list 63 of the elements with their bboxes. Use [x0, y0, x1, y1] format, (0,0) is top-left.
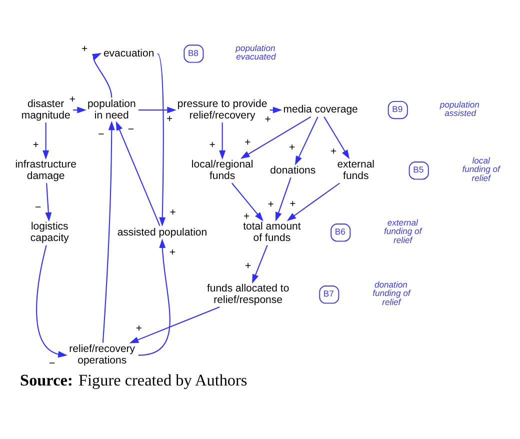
- arrow: [138, 238, 170, 356]
- edge-label: +: [81, 44, 88, 56]
- arrow: [231, 182, 264, 222]
- node-text: relief/recovery operations: [69, 344, 136, 367]
- node-text: media coverage: [283, 104, 358, 116]
- node-text: donations: [270, 165, 316, 176]
- label: B7: [323, 288, 334, 299]
- arrow: [102, 120, 115, 343]
- arrow: [92, 53, 112, 98]
- edge-label: +: [170, 207, 176, 218]
- arrow: [36, 245, 68, 358]
- edge-label: +: [268, 199, 274, 210]
- arrow: [275, 177, 292, 222]
- edge-label: +: [32, 140, 39, 151]
- edge-label: −: [48, 358, 56, 370]
- label: donation funding of relief: [372, 280, 410, 307]
- edge-label: −: [35, 202, 42, 214]
- arrow: [138, 106, 176, 114]
- label: population assisted: [440, 99, 480, 118]
- edge-label: +: [290, 199, 296, 210]
- arrow: [240, 116, 312, 159]
- label: B5: [413, 164, 424, 175]
- edge-label: +: [69, 94, 76, 106]
- node-text: population in need: [87, 98, 136, 122]
- label: external funding of relief: [384, 218, 422, 245]
- node-text: local/regional funds: [191, 160, 254, 182]
- node-text: disaster magnitude: [21, 98, 70, 122]
- node-text: logistics capacity: [30, 222, 69, 244]
- edge-label: −: [128, 124, 134, 136]
- caption: Source: Figure created by Authors: [20, 371, 248, 390]
- label: B9: [392, 104, 403, 114]
- edge-label: +: [244, 138, 251, 149]
- edge-label: +: [330, 146, 337, 158]
- label: population evacuated: [236, 43, 276, 62]
- arrow: [324, 116, 350, 160]
- edge-label: +: [243, 211, 250, 222]
- node-text: evacuation: [103, 48, 154, 60]
- arrow: [286, 182, 340, 222]
- node-text: pressure to provide relief/recovery: [177, 98, 268, 122]
- arrow: [157, 53, 166, 227]
- node-text: external funds: [337, 160, 375, 182]
- arrow: [252, 244, 268, 284]
- edge-label: +: [166, 114, 173, 125]
- arrow: [42, 122, 50, 160]
- edge-label: +: [289, 142, 296, 154]
- arrow: [116, 121, 160, 226]
- node-text: total amount of funds: [243, 222, 301, 244]
- edge-label: +: [136, 323, 142, 334]
- edge-label: +: [264, 114, 271, 126]
- label: local funding of relief: [462, 156, 500, 183]
- arrow: [294, 116, 318, 166]
- node-text: funds allocated to relief/response: [206, 284, 290, 306]
- node-text: infrastructure damage: [15, 160, 76, 182]
- label: B6: [334, 226, 346, 237]
- label: B8: [188, 48, 198, 58]
- edge-label: +: [245, 261, 252, 272]
- edge-label: −: [98, 129, 104, 140]
- arrow: [45, 183, 52, 222]
- arrow: [129, 306, 220, 344]
- node-text: assisted population: [117, 227, 208, 238]
- arrow: [219, 122, 226, 160]
- edge-label: +: [169, 247, 176, 258]
- edge-label: +: [209, 140, 216, 151]
